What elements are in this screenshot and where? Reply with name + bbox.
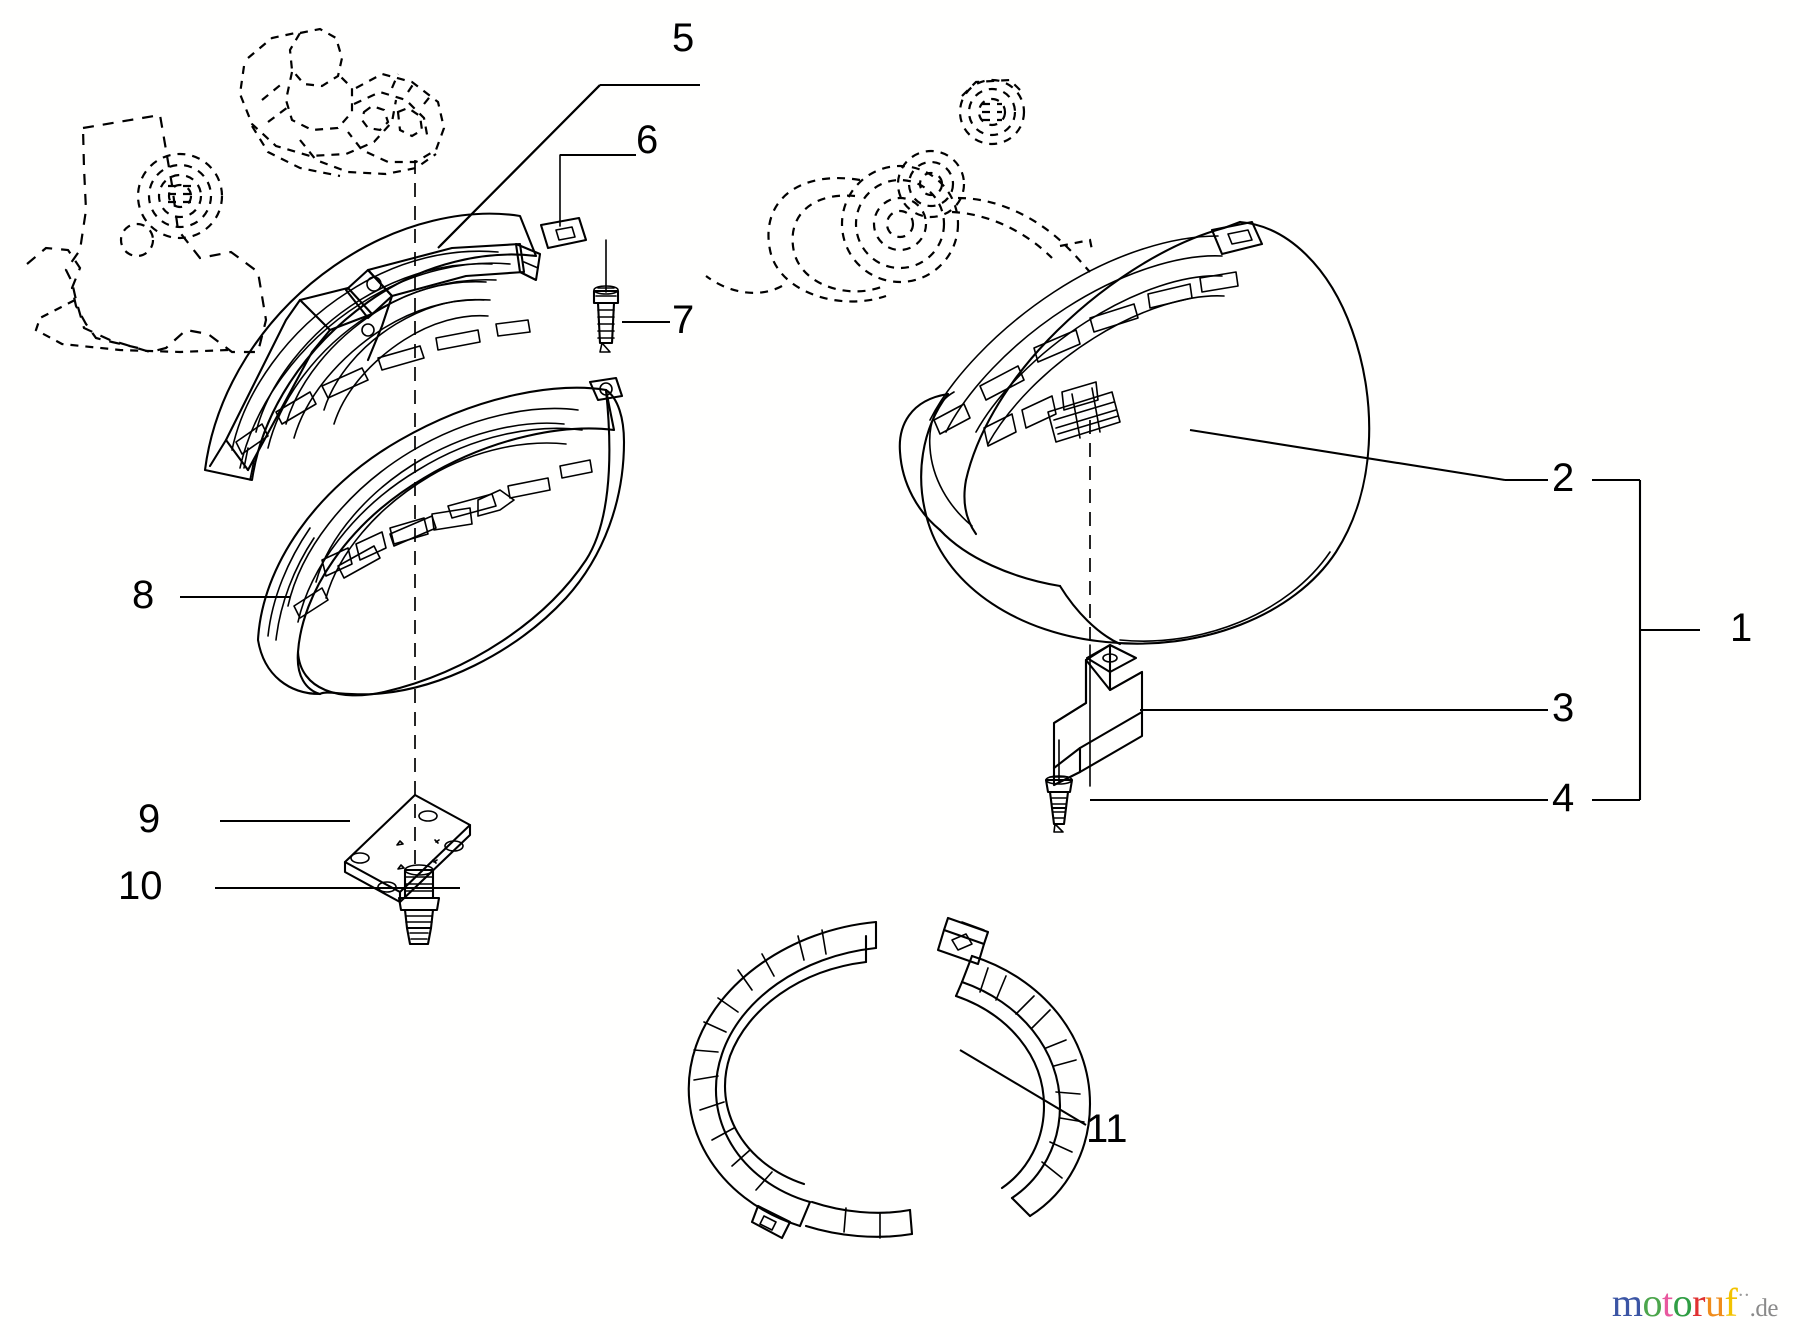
callout-3: 3 — [1552, 686, 1575, 730]
split-ring-shield-part11 — [687, 916, 1092, 1240]
upper-guard-assembly-part5 — [203, 212, 542, 482]
mounting-plate-part9 — [343, 793, 472, 904]
watermark-tld: .de — [1749, 1295, 1779, 1322]
watermark-letter-o1: o — [1642, 1280, 1663, 1325]
callout-2: 2 — [1552, 456, 1575, 500]
callout-4: 4 — [1552, 776, 1575, 820]
watermark-letter-r: r — [1692, 1280, 1705, 1325]
watermark-letter-o2: o — [1672, 1280, 1693, 1325]
callout-9: 9 — [138, 797, 161, 841]
callout-10: 10 — [118, 864, 163, 908]
gearbox-phantom-outline — [238, 27, 446, 178]
leader-lines — [180, 83, 1700, 1126]
mounting-bracket-part3 — [1052, 643, 1144, 787]
spool-cap-phantom — [958, 78, 1026, 146]
blade-hub-phantom — [119, 152, 224, 258]
trimmer-line-phantom — [705, 177, 1094, 303]
lower-guard-part8 — [256, 376, 626, 697]
callout-7: 7 — [672, 298, 695, 342]
centerlines — [414, 154, 1091, 870]
watermark-letter-m: m — [1611, 1280, 1643, 1325]
debris-shield-part2 — [898, 220, 1371, 646]
callout-11: 11 — [1086, 1107, 1128, 1151]
blade-phantom-outline — [26, 113, 268, 354]
callout-5: 5 — [672, 16, 695, 60]
watermark-letter-u: u — [1704, 1280, 1725, 1325]
bolt-part10 — [397, 864, 441, 946]
callout-8: 8 — [132, 573, 155, 617]
watermark-dot-accent: ·· — [1737, 1284, 1750, 1307]
watermark-letter-f: f — [1724, 1280, 1738, 1325]
callout-6: 6 — [636, 118, 659, 162]
motoruf-watermark: motoruf··.de — [1611, 1280, 1779, 1325]
screw-part7 — [592, 285, 620, 353]
screw-part4 — [1044, 775, 1074, 833]
retainer-plate-part6 — [539, 216, 588, 250]
callout-1: 1 — [1730, 606, 1753, 650]
trimmer-head-phantom — [840, 149, 966, 284]
watermark-letter-t: t — [1662, 1280, 1673, 1325]
